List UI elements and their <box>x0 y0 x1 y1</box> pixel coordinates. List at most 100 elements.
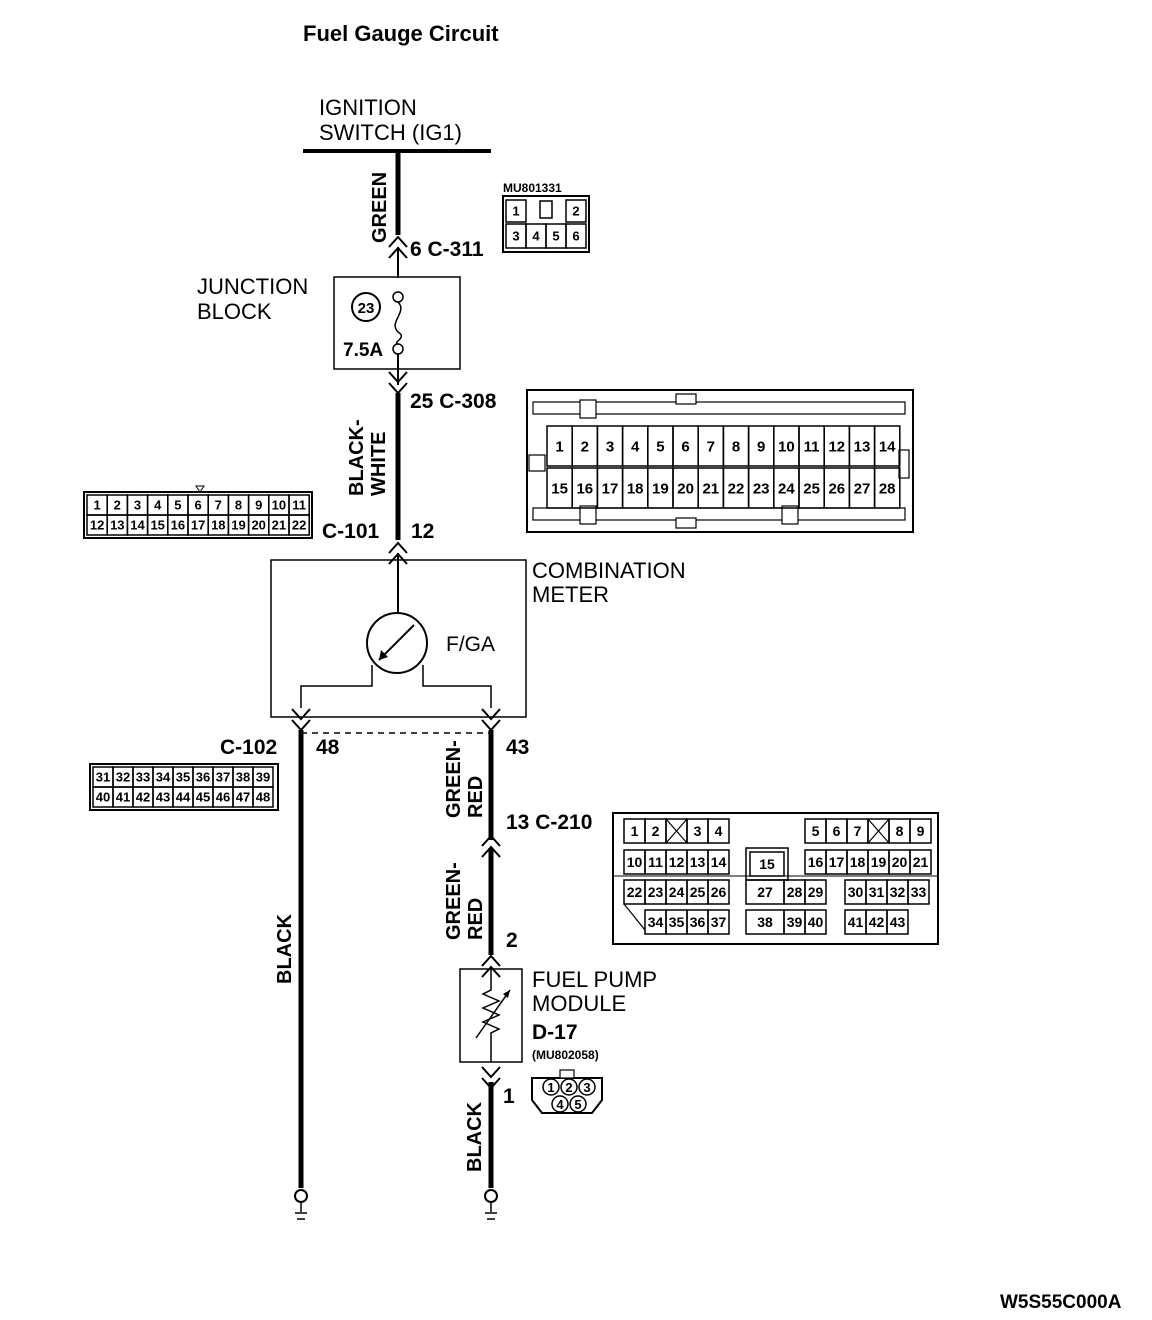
c308-top-pin: 13 <box>854 438 871 455</box>
c210-right-pin: 7 <box>854 823 862 839</box>
c210-right-cell <box>909 818 932 844</box>
c102-bottom-pin: 46 <box>216 790 230 805</box>
connector-c101-pin: 12 <box>411 520 434 543</box>
c210-right-pin: 43 <box>890 914 906 930</box>
c210-right-pin: 31 <box>869 884 885 900</box>
c101-bottom-pin: 15 <box>150 518 164 533</box>
c210-mid-pin: 28 <box>787 884 803 900</box>
junction-block-label-2: BLOCK <box>197 299 272 324</box>
fuel-pump-module-part-number: (MU802058) <box>532 1048 599 1062</box>
c308-top-pin: 11 <box>804 438 820 455</box>
combination-meter-label-2: METER <box>532 582 609 607</box>
c101-top-pin: 10 <box>272 498 286 513</box>
terminal-d17-pin-bottom: 1 <box>503 1085 515 1108</box>
d17-pin: 4 <box>556 1097 564 1112</box>
fuel-level-sensor-icon <box>481 969 501 1062</box>
c101-bottom-pin: 22 <box>292 518 306 533</box>
c102-top-pin: 36 <box>196 770 210 785</box>
c210-left-pin: 10 <box>627 854 643 870</box>
junction-block-label-1: JUNCTION <box>197 274 308 299</box>
c102-bottom-pin: 41 <box>116 790 130 805</box>
c102-bottom-pin: 48 <box>256 790 270 805</box>
fuel-gauge-label: F/GA <box>446 633 495 656</box>
c308-bottom-pin: 21 <box>702 480 719 497</box>
c210-right-pin: 33 <box>911 884 927 900</box>
meter-internal-wiring <box>300 665 492 708</box>
connector-c102-pin-left: 48 <box>316 736 340 759</box>
c101-top-pin: 9 <box>255 498 262 513</box>
c101-top-pin: 7 <box>215 498 222 513</box>
c210-right-blank-cell <box>867 818 890 844</box>
fuse-terminal-top <box>392 291 404 303</box>
c102-bottom-cell <box>252 786 274 808</box>
c210-mid-pin: 40 <box>808 914 824 930</box>
d17-pin-circle <box>542 1078 560 1096</box>
c308-top-pin: 9 <box>757 438 765 455</box>
c308-top-pin: 3 <box>606 438 614 455</box>
d17-pin-circle <box>560 1078 578 1096</box>
c210-left-pin: 25 <box>690 884 706 900</box>
connector-c102-id: C-102 <box>220 736 277 759</box>
c102-top-pin: 38 <box>236 770 250 785</box>
connector-c102-pin-right: 43 <box>506 736 529 759</box>
c210-left-pin: 13 <box>690 854 706 870</box>
fuel-level-sensor-arrow <box>475 989 511 1039</box>
c210-left-pin: 35 <box>669 914 685 930</box>
c308-bottom-pin: 15 <box>551 480 568 497</box>
wire-label-green-red-1a: GREEN- <box>443 740 465 818</box>
d17-pin: 2 <box>565 1080 572 1095</box>
c308-bottom-pin: 26 <box>828 480 845 497</box>
c210-left-chamfer <box>623 903 646 931</box>
c101-bottom-pin: 13 <box>110 518 124 533</box>
c102-top-pin: 37 <box>216 770 230 785</box>
fuel-gauge-needle-tip <box>379 650 388 660</box>
c308-top-pin: 10 <box>778 438 795 455</box>
c102-bottom-pin: 45 <box>196 790 210 805</box>
fuel-level-sensor-arrow-tip <box>503 990 510 998</box>
c102-top-pin: 34 <box>156 770 171 785</box>
c210-right-pin: 6 <box>833 823 841 839</box>
c101-top-pin: 5 <box>174 498 181 513</box>
c210-mid-cell <box>804 879 827 905</box>
c210-left-pin: 24 <box>669 884 685 900</box>
c210-right-pin: 20 <box>892 854 908 870</box>
c308-bottom-pin: 24 <box>778 480 795 497</box>
c210-right-pin: 32 <box>890 884 906 900</box>
fuse-element <box>394 301 403 345</box>
fuse-number: 23 <box>358 300 375 317</box>
c311-bottom-pin: 5 <box>552 229 559 244</box>
c308-bottom-cell <box>873 467 901 509</box>
c308-bottom-pin: 19 <box>652 480 669 497</box>
c102-bottom-pin: 40 <box>96 790 110 805</box>
c308-bottom-pin: 28 <box>879 480 896 497</box>
d17-pin-circle <box>551 1095 569 1113</box>
d17-pin: 3 <box>583 1080 590 1095</box>
c102-bottom-pin: 44 <box>176 790 191 805</box>
c102-bottom-pin: 47 <box>236 790 250 805</box>
c210-left-pin: 1 <box>631 823 639 839</box>
c311-bottom-pin: 3 <box>512 229 519 244</box>
c308-top-pin: 12 <box>828 438 845 455</box>
wire-label-black-right: BLACK <box>464 1101 486 1172</box>
c101-bottom-pin: 17 <box>191 518 205 533</box>
c210-left-cell <box>707 818 730 844</box>
terminal-c210: 13 C-210 <box>506 811 592 834</box>
c308-top-pin: 14 <box>879 438 896 455</box>
c210-right-pin: 5 <box>812 823 820 839</box>
wire-label-black-white-1: BLACK- <box>346 419 368 496</box>
c101-top-pin: 1 <box>93 498 100 513</box>
ignition-switch-label-2: SWITCH (IG1) <box>319 120 462 145</box>
c308-top-cell <box>873 425 901 467</box>
fuel-pump-module-label-1: FUEL PUMP <box>532 967 657 992</box>
c101-top-pin: 2 <box>114 498 121 513</box>
terminal-c311: 6 C-311 <box>410 238 484 261</box>
c311-top-cell <box>565 199 587 223</box>
c101-bottom-pin: 14 <box>130 518 145 533</box>
c210-right-cell <box>907 879 930 905</box>
c210-left-pin: 3 <box>694 823 702 839</box>
c308-top-pin: 4 <box>631 438 640 455</box>
c101-top-pin: 3 <box>134 498 141 513</box>
